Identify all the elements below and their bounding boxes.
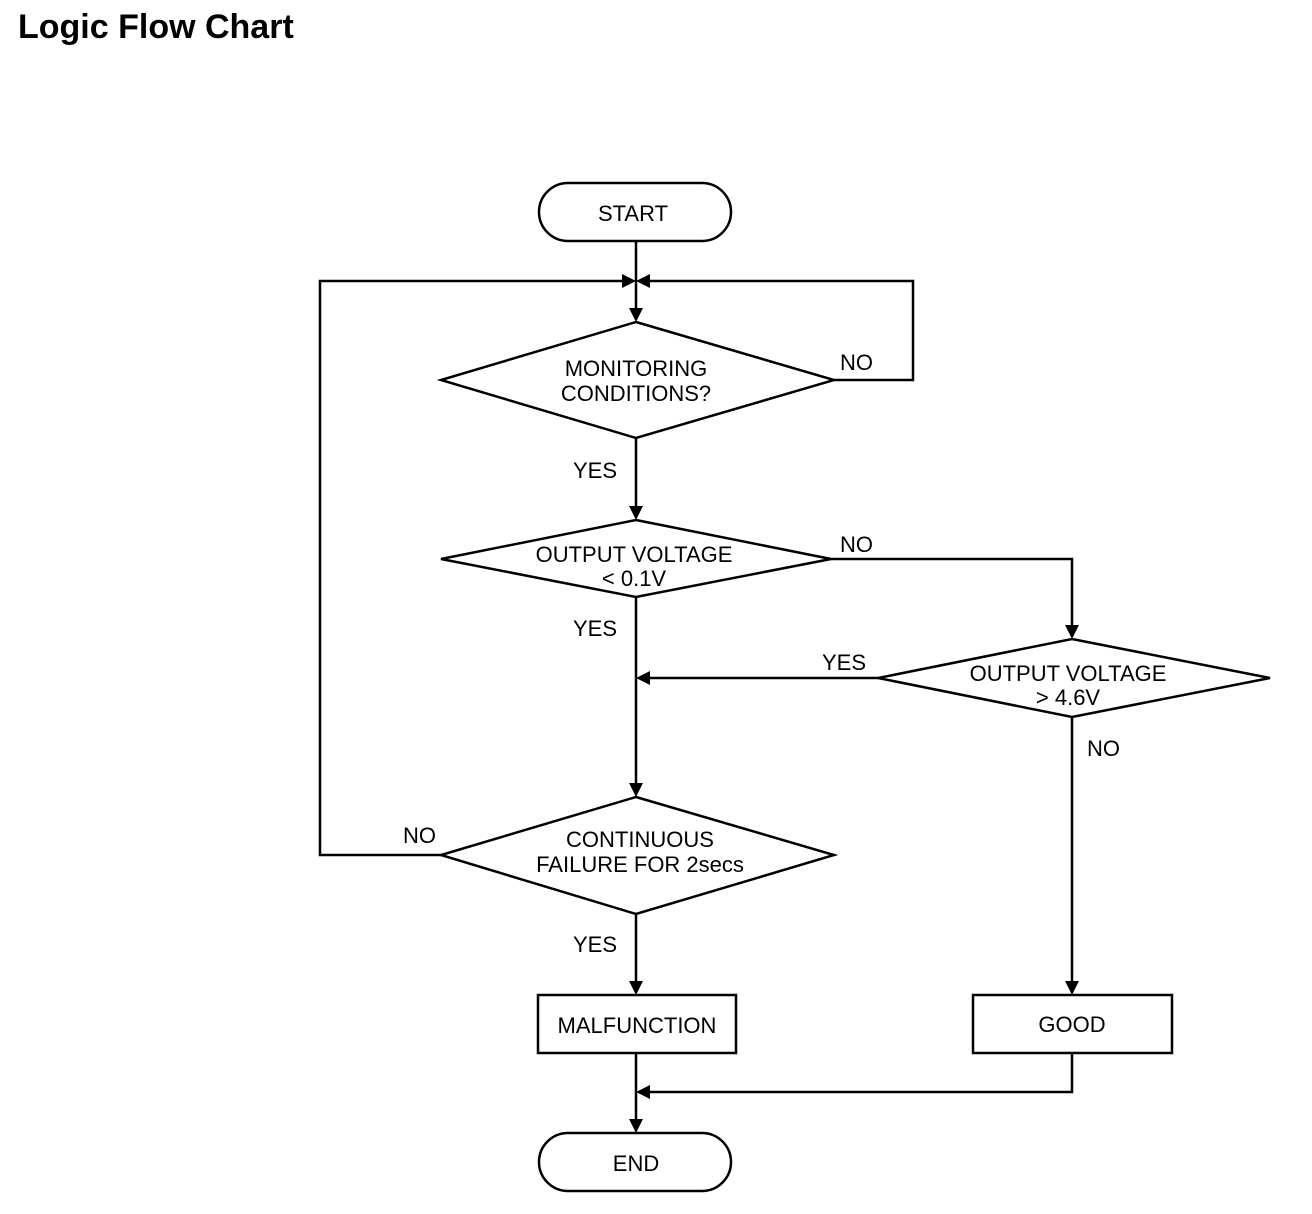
arrowhead-into-monitoring xyxy=(629,308,643,322)
connector-continuous-no-loop xyxy=(318,279,624,857)
high-voltage-decision: OUTPUT VOLTAGE > 4.6V xyxy=(877,637,1271,719)
low-voltage-diamond xyxy=(440,518,832,599)
good-node: GOOD xyxy=(971,993,1174,1055)
arrowhead-into-low-voltage xyxy=(629,506,643,520)
low-voltage-label-line2: < 0.1V xyxy=(602,566,667,591)
edge-labels: NO YES NO YES YES NO NO YES xyxy=(403,350,1120,957)
low-voltage-label-line1: OUTPUT VOLTAGE xyxy=(536,542,733,567)
connector-low-voltage-no xyxy=(831,557,1074,628)
arrowheads xyxy=(622,274,1079,1133)
monitoring-no-label: NO xyxy=(840,350,873,375)
arrowhead-into-end xyxy=(629,1119,643,1133)
high-voltage-label-line2: > 4.6V xyxy=(1036,685,1101,710)
good-label: GOOD xyxy=(1038,1012,1105,1037)
end-node: END xyxy=(537,1131,733,1193)
monitoring-yes-label: YES xyxy=(573,458,617,483)
arrowhead-into-high-voltage xyxy=(1065,625,1079,639)
end-label: END xyxy=(613,1151,659,1176)
continuous-label-line1: CONTINUOUS xyxy=(566,827,714,852)
connector-monitoring-no-loop xyxy=(648,279,915,382)
start-terminator xyxy=(537,181,733,243)
good-box xyxy=(971,993,1174,1055)
low-voltage-yes-label: YES xyxy=(573,616,617,641)
low-voltage-decision: OUTPUT VOLTAGE < 0.1V xyxy=(440,518,832,599)
monitoring-diamond xyxy=(436,320,839,440)
monitoring-label-line1: MONITORING xyxy=(565,356,708,381)
continuous-label-line2: FAILURE FOR 2secs xyxy=(536,852,744,877)
page-title: Logic Flow Chart xyxy=(18,8,294,46)
high-voltage-diamond xyxy=(877,637,1271,719)
continuous-yes-label: YES xyxy=(573,932,617,957)
continuous-decision: CONTINUOUS FAILURE FOR 2secs xyxy=(436,795,839,916)
continuous-no-label: NO xyxy=(403,823,436,848)
low-voltage-no-label: NO xyxy=(840,532,873,557)
arrowhead-into-continuous xyxy=(629,783,643,797)
arrowhead-right-loop xyxy=(636,274,650,288)
start-node: START xyxy=(537,181,733,243)
high-voltage-no-label: NO xyxy=(1087,736,1120,761)
start-label: START xyxy=(598,201,668,226)
malfunction-box xyxy=(536,993,738,1055)
arrowhead-into-malfunction xyxy=(629,981,643,995)
end-terminator xyxy=(537,1131,733,1193)
monitoring-decision: MONITORING CONDITIONS? xyxy=(436,320,839,440)
high-voltage-yes-label: YES xyxy=(822,650,866,675)
arrowhead-into-good xyxy=(1065,981,1079,995)
arrowhead-high-voltage-yes xyxy=(636,671,650,685)
monitoring-label-line2: CONDITIONS? xyxy=(561,381,711,406)
arrowhead-good-to-end-merge xyxy=(636,1085,650,1099)
arrowhead-left-loop xyxy=(622,274,636,288)
malfunction-label: MALFUNCTION xyxy=(558,1013,717,1038)
high-voltage-label-line1: OUTPUT VOLTAGE xyxy=(970,661,1167,686)
continuous-diamond xyxy=(436,795,839,916)
connectors xyxy=(318,241,1074,1121)
connector-good-to-end xyxy=(648,1053,1074,1094)
malfunction-node: MALFUNCTION xyxy=(536,993,738,1055)
